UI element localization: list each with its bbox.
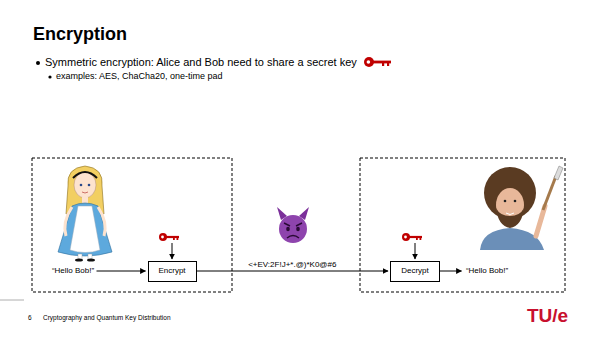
encrypt-box: Encrypt (148, 261, 197, 282)
footer-rule (0, 300, 24, 301)
node-text: “Hello Bob!” (466, 266, 508, 275)
plaintext-message: “Hello Bob!” (464, 265, 511, 277)
arrow-connector (440, 271, 462, 272)
university-logo: TU/e (527, 305, 568, 327)
key-arrow (415, 243, 416, 259)
bob-frame (360, 158, 565, 292)
bullet-dot (48, 75, 51, 78)
plaintext-message: “Hello Bob!” (50, 265, 97, 277)
slide-number: 6 (28, 314, 32, 321)
bullet-dot (36, 61, 40, 65)
key-arrow (172, 243, 173, 259)
alice-figure (58, 166, 112, 262)
node-text: “Hello Bob!” (52, 266, 94, 275)
secret-key-icon (363, 55, 393, 69)
arrow-connector (97, 271, 146, 272)
arrow-connector (197, 271, 389, 272)
node-text: Encrypt (158, 266, 185, 275)
eavesdropper-devil (277, 207, 309, 243)
sub-bullet-text: examples: AES, ChaCha20, one-time pad (56, 71, 223, 81)
bob-figure (480, 166, 563, 250)
footer-text: Cryptography and Quantum Key Distributio… (43, 314, 171, 321)
secret-key-icon (402, 233, 422, 241)
alice-frame (32, 158, 232, 292)
slide-title: Encryption (33, 24, 127, 45)
ciphertext-label: <+EV:2F!J+*.@)*K0@#6 (246, 260, 338, 269)
secret-key-icon (159, 233, 179, 241)
node-text: Decrypt (401, 266, 429, 275)
decrypt-box: Decrypt (390, 261, 440, 282)
bullet-text: Symmetric encryption: Alice and Bob need… (45, 56, 357, 69)
